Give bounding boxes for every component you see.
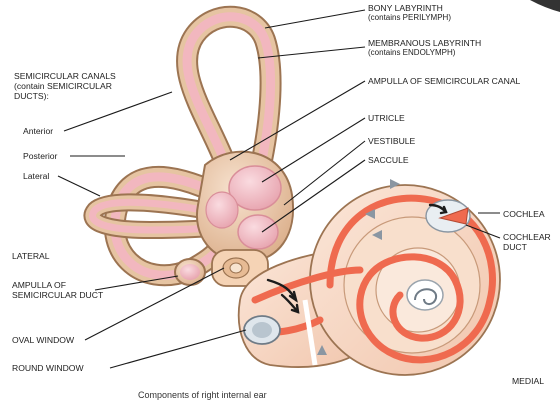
leader-bony bbox=[265, 10, 365, 28]
figure-caption: Components of right internal ear bbox=[138, 390, 267, 400]
label-ampulla-duct-1: AMPULLA OF bbox=[12, 280, 103, 290]
leader-ampulla-canal bbox=[230, 81, 365, 160]
label-semicircular-canals-2: (contain SEMICIRCULAR bbox=[14, 81, 116, 91]
label-utricle: UTRICLE bbox=[368, 113, 405, 123]
label-semicircular-canals: SEMICIRCULAR CANALS (contain SEMICIRCULA… bbox=[14, 71, 116, 101]
label-vestibule: VESTIBULE bbox=[368, 136, 415, 146]
oval-window-inner bbox=[230, 263, 242, 273]
label-cochlear-duct-1: COCHLEAR bbox=[503, 232, 551, 242]
label-cochlea: COCHLEA bbox=[503, 209, 545, 219]
label-oval-window: OVAL WINDOW bbox=[12, 335, 74, 345]
label-semicircular-canals-1: SEMICIRCULAR CANALS bbox=[14, 71, 116, 81]
cochlea-apex bbox=[407, 280, 443, 310]
leader-lateral bbox=[58, 176, 100, 196]
label-ampulla-duct-2: SEMICIRCULAR DUCT bbox=[12, 290, 103, 300]
ampulla-canal-bulb bbox=[206, 192, 238, 228]
round-window-inner bbox=[252, 322, 272, 338]
ampulla-duct bbox=[180, 264, 200, 280]
label-membranous-labyrinth-note: (contains ENDOLYMPH) bbox=[368, 48, 481, 58]
label-cochlear-duct-2: DUCT bbox=[503, 242, 551, 252]
corner-shadow bbox=[530, 0, 560, 12]
label-medial-side: MEDIAL bbox=[512, 376, 544, 386]
label-posterior: Posterior bbox=[23, 151, 57, 161]
label-anterior: Anterior bbox=[23, 126, 53, 136]
leader-vestibule bbox=[284, 141, 365, 205]
label-bony-labyrinth-title: BONY LABYRINTH bbox=[368, 3, 451, 13]
label-bony-labyrinth: BONY LABYRINTH (contains PERILYMPH) bbox=[368, 3, 451, 23]
label-lateral-side: LATERAL bbox=[12, 251, 50, 261]
label-membranous-labyrinth-title: MEMBRANOUS LABYRINTH bbox=[368, 38, 481, 48]
saccule bbox=[238, 215, 278, 249]
label-bony-labyrinth-note: (contains PERILYMPH) bbox=[368, 13, 451, 23]
label-ampulla-canal: AMPULLA OF SEMICIRCULAR CANAL bbox=[368, 76, 520, 86]
label-membranous-labyrinth: MEMBRANOUS LABYRINTH (contains ENDOLYMPH… bbox=[368, 38, 481, 58]
label-ampulla-duct: AMPULLA OF SEMICIRCULAR DUCT bbox=[12, 280, 103, 300]
label-saccule: SACCULE bbox=[368, 155, 409, 165]
leader-round bbox=[110, 330, 246, 368]
label-cochlear-duct: COCHLEAR DUCT bbox=[503, 232, 551, 252]
label-lateral-canal: Lateral bbox=[23, 171, 49, 181]
label-round-window: ROUND WINDOW bbox=[12, 363, 84, 373]
label-semicircular-canals-3: DUCTS): bbox=[14, 91, 116, 101]
